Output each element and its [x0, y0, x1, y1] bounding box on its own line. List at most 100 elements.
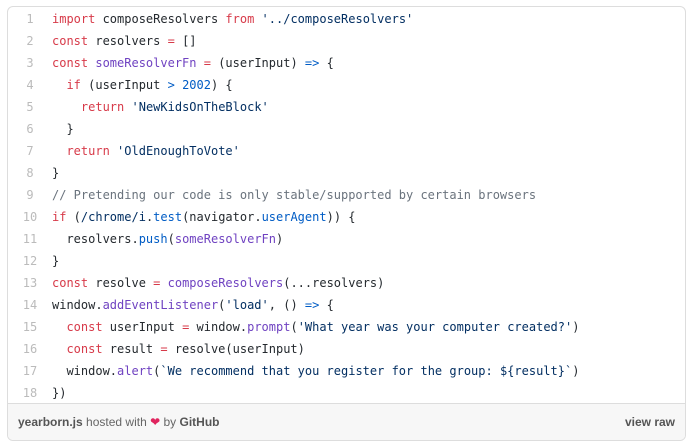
line-code: const resolve = composeResolvers(...reso… — [52, 272, 384, 294]
code-token: if — [66, 78, 81, 92]
view-raw-link[interactable]: view raw — [624, 415, 675, 429]
line-number[interactable]: 3 — [26, 56, 34, 70]
line-number[interactable]: 17 — [22, 364, 38, 378]
code-token: > — [167, 78, 175, 92]
code-line: 15 const userInput = window.prompt('What… — [8, 316, 685, 338]
code-token — [254, 12, 261, 26]
code-token: = — [167, 34, 175, 48]
line-number[interactable]: 10 — [22, 210, 38, 224]
line-code: window.addEventListener('load', () => { — [52, 294, 334, 316]
line-number[interactable]: 4 — [26, 78, 34, 92]
line-code: } — [52, 118, 74, 140]
code-line: 16 const result = resolve(userInput) — [8, 338, 685, 360]
line-number[interactable]: 12 — [22, 254, 38, 268]
code-token: from — [225, 12, 255, 26]
line-code: window.alert(`We recommend that you regi… — [52, 360, 579, 382]
code-token: resolvers. — [52, 232, 139, 246]
code-token: userInput — [102, 320, 183, 334]
code-line: 8} — [8, 162, 685, 184]
code-token: ( — [218, 298, 226, 312]
code-token: = — [182, 320, 190, 334]
code-token: result — [102, 342, 161, 356]
code-token: window. — [189, 320, 248, 334]
line-number[interactable]: 18 — [22, 386, 38, 400]
code-token: = — [153, 276, 161, 290]
code-token: if — [52, 210, 67, 224]
code-token: }) — [52, 386, 67, 400]
code-token: } — [52, 122, 74, 136]
hosted-with-text: hosted with — [82, 415, 151, 429]
line-number[interactable]: 8 — [26, 166, 34, 180]
code-token: 'What year was your computer created?' — [297, 320, 573, 334]
code-token: prompt — [247, 320, 291, 334]
line-code: const resolvers = [] — [52, 30, 197, 52]
code-token: const — [52, 56, 89, 70]
code-token: resolve — [88, 276, 154, 290]
line-number[interactable]: 6 — [26, 122, 34, 136]
code-token: push — [138, 232, 168, 246]
filename-link[interactable]: yearborn.js — [18, 415, 83, 429]
code-token: return — [80, 100, 125, 114]
code-token — [160, 276, 167, 290]
code-token: (navigator. — [182, 210, 262, 224]
code-line: 9 // Pretending our code is only stable/s… — [8, 184, 685, 206]
github-link[interactable]: GitHub — [179, 415, 220, 429]
code-token — [124, 100, 131, 114]
code-token — [52, 78, 66, 92]
code-token: 'OldEnoughToVote' — [117, 144, 240, 158]
code-token: )) { — [326, 210, 356, 224]
line-number[interactable]: 11 — [22, 232, 38, 246]
code-token: window. — [52, 298, 103, 312]
code-token: userAgent — [261, 210, 327, 224]
code-token: import — [52, 12, 96, 26]
line-number[interactable]: 5 — [26, 100, 34, 114]
code-token: const — [52, 276, 89, 290]
line-number[interactable]: 7 — [26, 144, 34, 158]
line-code: import composeResolvers from '../compose… — [52, 8, 413, 30]
code-token: resolvers — [88, 34, 168, 48]
line-number[interactable]: 16 — [22, 342, 38, 356]
code-token — [52, 144, 66, 158]
code-line: 18}) — [8, 382, 685, 404]
code-token — [52, 100, 81, 114]
code-token: someResolverFn — [95, 56, 197, 70]
code-token: ( — [153, 364, 161, 378]
code-line: 4 if (userInput > 2002) { — [8, 74, 685, 96]
line-code: const result = resolve(userInput) — [52, 338, 305, 360]
gist-meta: yearborn.js hosted with ❤ by GitHub — [18, 415, 219, 429]
code-token — [52, 342, 66, 356]
code-token: const — [52, 34, 89, 48]
line-number[interactable]: 14 — [22, 298, 38, 312]
code-token — [52, 320, 66, 334]
code-token — [175, 78, 182, 92]
code-token: } — [52, 166, 60, 180]
line-number[interactable]: 1 — [26, 12, 34, 26]
code-token: 2002 — [182, 78, 211, 92]
line-number[interactable]: 9 — [26, 188, 34, 202]
by-text: by — [160, 415, 180, 429]
gist-footer: yearborn.js hosted with ❤ by GitHub view… — [8, 403, 685, 440]
line-code: resolvers.push(someResolverFn) — [52, 228, 283, 250]
code-token: resolve(userInput) — [167, 342, 305, 356]
code-line: 6 } — [8, 118, 685, 140]
code-line: 12} — [8, 250, 685, 272]
code-line: 2 const resolvers = [] — [8, 30, 685, 52]
code-token: } — [52, 254, 60, 268]
code-token: composeResolvers — [167, 276, 284, 290]
code-token: 'NewKidsOnTheBlock' — [131, 100, 269, 114]
code-token: ( — [167, 232, 175, 246]
line-number[interactable]: 15 — [22, 320, 38, 334]
line-code: // Pretending our code is only stable/su… — [52, 184, 536, 206]
code-token: return — [66, 144, 110, 158]
line-code: return 'NewKidsOnTheBlock' — [52, 96, 269, 118]
code-token — [197, 56, 204, 70]
code-token: someResolverFn — [174, 232, 276, 246]
code-token: . — [145, 210, 154, 224]
code-token: alert — [117, 364, 154, 378]
line-number[interactable]: 2 — [26, 34, 34, 48]
code-line: 14 window.addEventListener('load', () => … — [8, 294, 685, 316]
line-number[interactable]: 13 — [22, 276, 38, 290]
code-token: addEventListener — [102, 298, 219, 312]
code-token: 'load' — [225, 298, 269, 312]
